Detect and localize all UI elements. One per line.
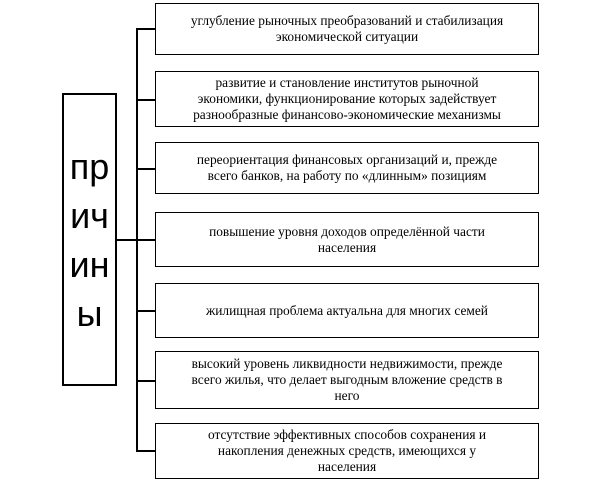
cause-box-2: развитие и становление институтов рыночн… — [155, 71, 539, 127]
cause-box-5: жилищная проблема актуальна для многих с… — [155, 283, 539, 338]
branch-line-4 — [136, 239, 155, 241]
branch-line-1 — [136, 28, 155, 30]
cause-1-line-1: углубление рыночных преобразований и ста… — [190, 13, 504, 28]
cause-7-line-2: накопления денежных средств, имеющихся у — [217, 443, 477, 458]
cause-box-1: углубление рыночных преобразований и ста… — [155, 3, 539, 55]
cause-6-line-2: всего жилья, что делает выгодным вложени… — [191, 372, 503, 387]
main-label-line-2: ич — [70, 194, 109, 236]
main-label-line-4: ы — [76, 292, 103, 334]
cause-3-line-1: переориентация финансовых организаций и,… — [196, 152, 498, 167]
branch-line-5 — [136, 310, 155, 312]
main-label-line-1: пр — [69, 145, 110, 187]
branch-line-2 — [136, 99, 155, 101]
cause-2-line-1: развитие и становление институтов рыночн… — [215, 75, 479, 90]
cause-7-line-3: населения — [317, 459, 377, 474]
cause-box-4: повышение уровня доходов определённой ча… — [155, 212, 539, 267]
main-category-box: пр ич ин ы — [62, 93, 117, 386]
branch-line-7 — [136, 450, 155, 452]
main-connector-horizontal — [117, 239, 137, 241]
cause-4-line-2: населения — [317, 239, 377, 255]
cause-1-line-2: экономической ситуации — [275, 29, 419, 44]
cause-6-line-3: него — [334, 388, 360, 403]
cause-2-line-2: экономики, функционирование которых заде… — [197, 91, 497, 106]
cause-3-line-2: всего банков, на работу по «длинным» поз… — [207, 168, 487, 183]
cause-5-line-1: жилищная проблема актуальна для многих с… — [206, 302, 488, 318]
cause-box-7: отсутствие эффективных способов сохранен… — [155, 423, 539, 479]
cause-2-line-3: разнообразные финансово-экономические ме… — [193, 107, 501, 122]
cause-box-3: переориентация финансовых организаций и,… — [155, 142, 539, 194]
cause-7-line-1: отсутствие эффективных способов сохранен… — [207, 427, 487, 442]
cause-box-6: высокий уровень ликвидности недвижимости… — [155, 351, 539, 409]
branch-line-3 — [136, 168, 155, 170]
cause-4-line-1: повышение уровня доходов определённой ча… — [209, 223, 485, 239]
cause-6-line-1: высокий уровень ликвидности недвижимости… — [191, 356, 503, 371]
branch-line-6 — [136, 380, 155, 382]
main-label-line-3: ин — [69, 243, 110, 285]
